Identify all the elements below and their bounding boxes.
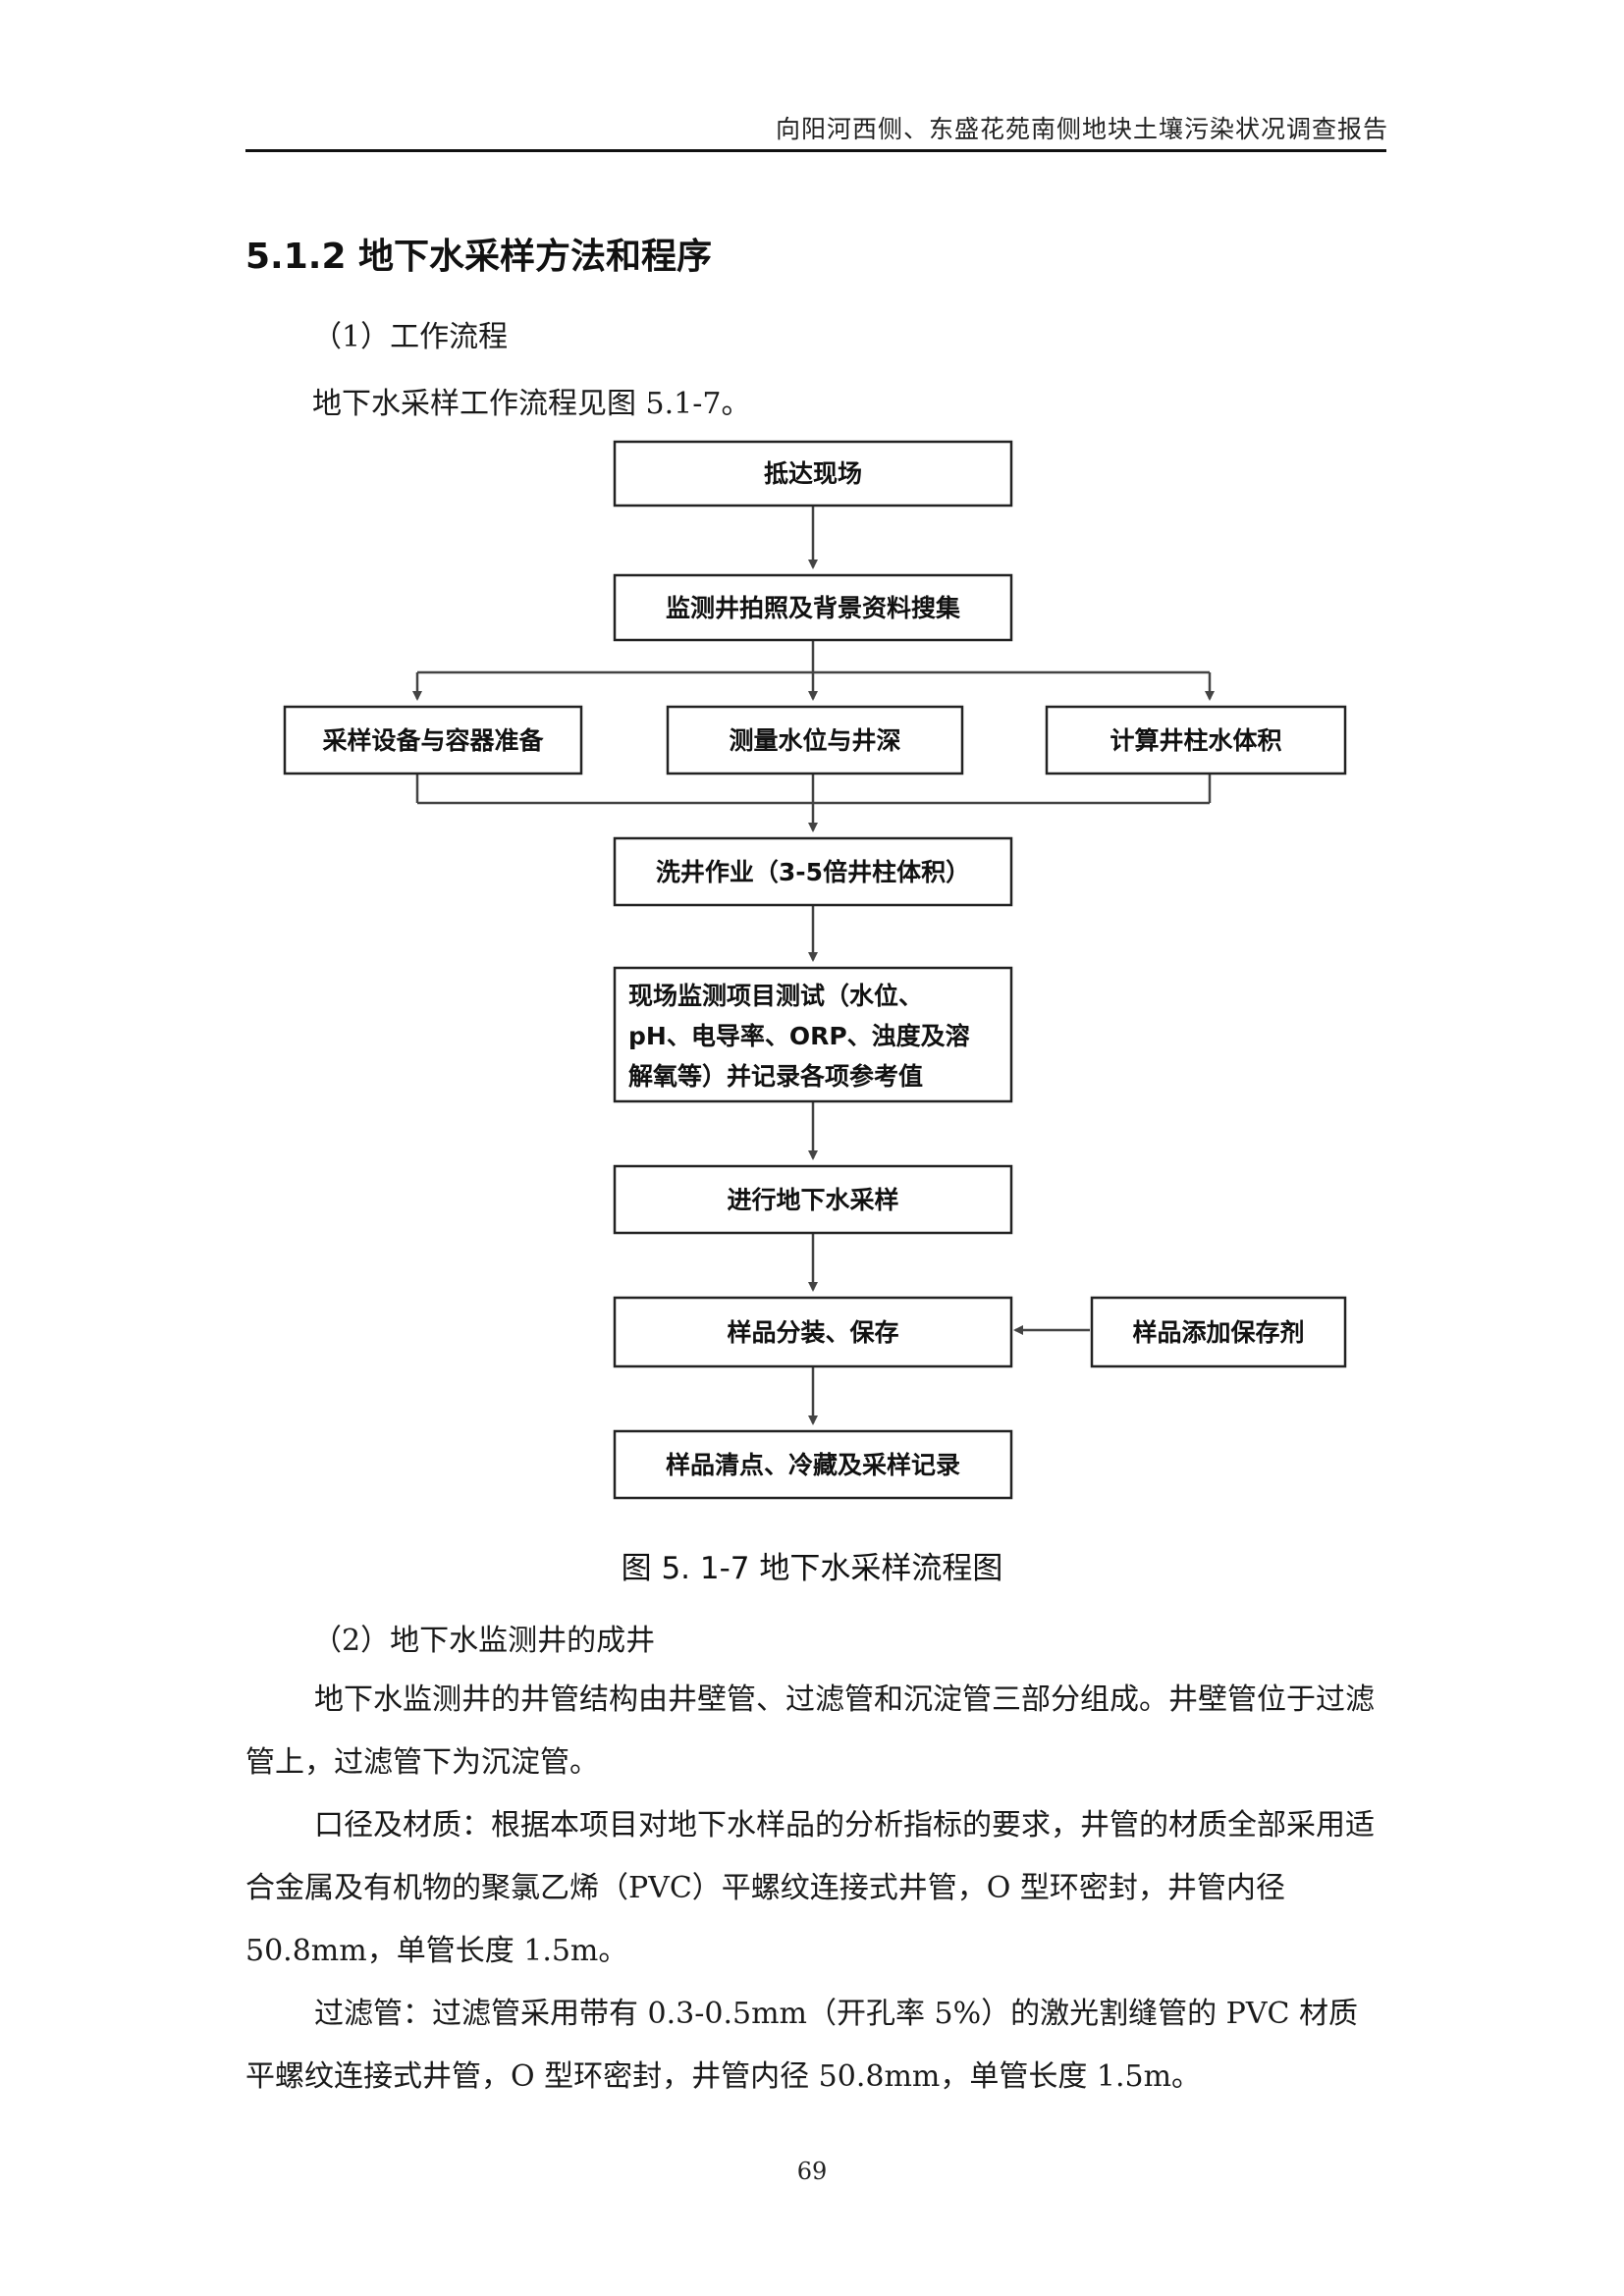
flow-step-sampling: 进行地下水采样 [613,1164,1013,1235]
flow-step-equipment-prep: 采样设备与容器准备 [283,705,583,775]
header-divider [245,149,1386,152]
svg-text:样品清点、冷藏及采样记录: 样品清点、冷藏及采样记录 [666,1451,960,1479]
flow-step-add-preservative: 样品添加保存剂 [1090,1296,1347,1368]
svg-text:解氧等）并记录各项参考值: 解氧等）并记录各项参考值 [628,1062,923,1091]
svg-text:pH、电导率、ORP、浊度及溶: pH、电导率、ORP、浊度及溶 [628,1022,970,1050]
flow-step-calc-volume: 计算井柱水体积 [1045,705,1347,775]
flow-step-photo-background: 监测井拍照及背景资料搜集 [613,573,1013,642]
flow-step-field-testing: 现场监测项目测试（水位、 pH、电导率、ORP、浊度及溶 解氧等）并记录各项参考… [613,966,1013,1103]
flow-step-inventory-record: 样品清点、冷藏及采样记录 [613,1429,1013,1500]
flow-step-measure-level: 测量水位与井深 [666,705,964,775]
svg-text:样品添加保存剂: 样品添加保存剂 [1132,1318,1304,1347]
svg-text:采样设备与容器准备: 采样设备与容器准备 [322,726,544,755]
paragraph-filter-pipe: 过滤管：过滤管采用带有 0.3-0.5mm（开孔率 5%）的激光割缝管的 PVC… [245,1997,1358,2094]
flow-step-arrive: 抵达现场 [613,440,1013,507]
svg-text:抵达现场: 抵达现场 [764,459,862,488]
paragraph-well-structure: 地下水监测井的井管结构由井壁管、过滤管和沉淀管三部分组成。井壁管位于过滤管上，过… [245,1682,1375,1780]
svg-text:样品分装、保存: 样品分装、保存 [727,1318,898,1347]
svg-text:进行地下水采样: 进行地下水采样 [727,1186,898,1214]
section-heading: 5.1.2 地下水采样方法和程序 [245,237,713,277]
svg-text:现场监测项目测试（水位、: 现场监测项目测试（水位、 [628,982,923,1010]
figure-caption: 图 5. 1-7 地下水采样流程图 [621,1551,1003,1586]
workflow-intro: 地下水采样工作流程见图 5.1-7。 [312,387,751,421]
flow-step-well-purging: 洗井作业（3-5倍井柱体积） [613,836,1013,907]
subsection-label-well-construction: （2）地下水监测井的成井 [312,1624,656,1658]
flow-step-split-preserve: 样品分装、保存 [613,1296,1013,1368]
groundwater-sampling-flowchart: 抵达现场 监测井拍照及背景资料搜集 采样设备与容器准备 测量水位与井深 计算井柱… [283,440,1347,1500]
paragraph-caliber-material: 口径及材质：根据本项目对地下水样品的分析指标的要求，井管的材质全部采用适合金属及… [245,1808,1375,1968]
subsection-label-workflow: （1）工作流程 [312,320,509,354]
svg-text:监测井拍照及背景资料搜集: 监测井拍照及背景资料搜集 [666,594,961,622]
document-header-title: 向阳河西侧、东盛花苑南侧地块土壤污染状况调查报告 [775,115,1388,143]
svg-text:洗井作业（3-5倍井柱体积）: 洗井作业（3-5倍井柱体积） [656,858,970,886]
svg-text:测量水位与井深: 测量水位与井深 [729,726,900,755]
svg-text:计算井柱水体积: 计算井柱水体积 [1110,726,1281,755]
page-number: 69 [796,2158,828,2185]
